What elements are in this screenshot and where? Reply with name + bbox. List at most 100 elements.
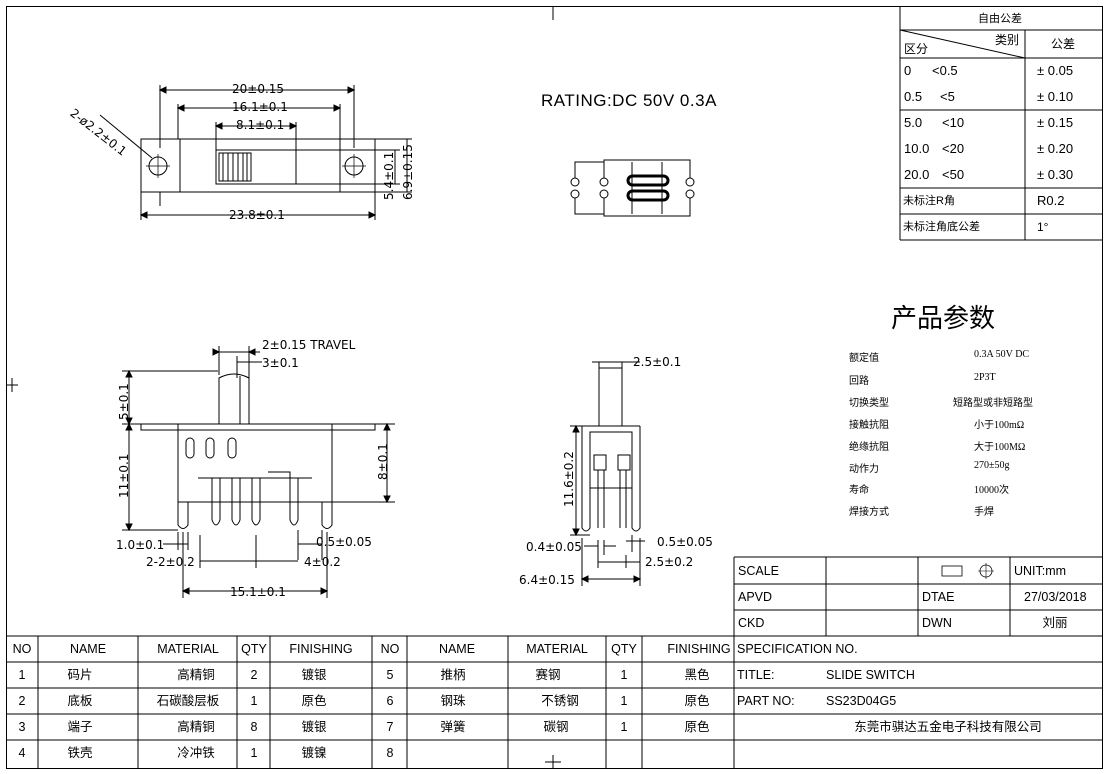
param-value: 手焊 [974,507,994,518]
bom-cell: 1 [620,694,628,708]
dim-h-8: 8±0.1 [376,443,390,480]
bom-cell: 1 [620,720,628,734]
param-value: 10000次 [974,485,1009,496]
bom-cell: 8 [386,746,394,760]
param-label: 动作力 [849,464,879,475]
bom-cell: 3 [18,720,26,734]
tol-row-value: ± 0.20 [1037,141,1074,156]
param-label: 额定值 [849,353,879,364]
dim-side-25: 2.5±0.1 [633,355,682,369]
bom-header: MATERIAL [157,642,219,656]
param-label: 接触抗阻 [849,420,889,431]
params-title: 产品参数 [891,304,996,333]
circuit-schematic [570,159,695,217]
tol-r-value: R0.2 [1037,193,1065,208]
tol-angle-value: 1° [1037,220,1049,234]
param-value: 大于100MΩ [974,442,1026,453]
scale-label: SCALE [738,564,779,578]
tol-row-to: <0.5 [932,63,958,78]
bom-cell: 弹簧 [440,720,466,734]
tol-row-to: <50 [942,167,965,182]
bom-cell: 冷冲铁 [177,746,215,760]
param-label: 寿命 [849,485,869,496]
bom-header: FINISHING [289,642,353,656]
date-label: DTAE [922,590,955,604]
unit-label: UNIT:mm [1014,564,1067,578]
dwn-label: DWN [922,616,952,630]
param-value: 270±50g [974,460,1010,471]
dim-pitch-2: 2-2±0.2 [146,555,195,569]
dim-knob-5: 5±0.1 [117,383,131,420]
bom-cell: 端子 [67,720,93,734]
param-label: 焊接方式 [849,507,889,518]
bom-cell: 不锈钢 [541,694,579,708]
front-view [122,346,395,598]
dim-side-05: 0.5±0.05 [657,535,713,549]
dim-side-25b: 2.5±0.2 [645,555,694,569]
tolerance-title: 自由公差 [978,13,1022,25]
bom-cell: 推柄 [440,668,466,682]
dim-side-04: 0.4±0.05 [526,540,582,554]
bom-cell: 1 [250,746,258,760]
param-value: 2P3T [974,372,996,383]
bom-cell: 镀镍 [301,746,327,760]
tol-row-value: ± 0.05 [1037,63,1074,78]
bom-cell: 铁壳 [67,746,93,760]
tolerance-header-tol: 公差 [1050,37,1076,51]
tol-row-value: ± 0.15 [1037,115,1074,130]
bom-header: NAME [438,642,476,656]
bom-header: QTY [611,642,637,656]
dim-width-15: 15.1±0.1 [230,585,286,599]
title-label: TITLE: [737,668,775,682]
bom-cell: 高精铜 [177,668,215,682]
param-label: 回路 [849,376,869,387]
dim-side-64: 6.4±0.15 [519,573,575,587]
dim-top-16: 16.1±0.1 [232,100,288,114]
bom-cell: 2 [18,694,26,708]
title-value: SLIDE SWITCH [826,668,915,682]
dim-pin-10: 1.0±0.1 [116,538,165,552]
dim-travel: 2±0.15 TRAVEL [262,338,356,352]
dim-top-20: 20±0.15 [232,82,285,96]
bom-cell: 5 [386,668,394,682]
rating-label: RATING:DC 50V 0.3A [541,91,717,110]
bom-cell: 石碳酸层板 [156,694,220,708]
param-label: 绝缘抗阻 [849,442,889,453]
tol-row-value: ± 0.10 [1037,89,1074,104]
bom-cell: 1 [250,694,258,708]
bom-header: QTY [241,642,267,656]
param-value: 0.3A 50V DC [974,349,1030,360]
bom-cell: 黑色 [684,668,710,682]
param-value: 小于100mΩ [974,420,1025,431]
side-view [570,361,645,586]
bom-cell: 钢珠 [440,694,466,708]
tol-row-value: ± 0.30 [1037,167,1074,182]
bom-header: NO [12,642,32,656]
bom-cell: 1 [18,668,26,682]
bom-header: FINISHING [667,642,731,656]
bom-cell: 底板 [67,694,93,708]
bom-cell: 原色 [301,694,327,708]
bom-header: NO [380,642,400,656]
param-label: 切换类型 [849,398,889,409]
tol-row-from: 20.0 [904,167,930,182]
part-label: PART NO: [737,694,795,708]
apvd-label: APVD [738,590,773,604]
dim-h-69: 6.9±0.15 [401,144,415,200]
bom-cell: 高精铜 [177,720,215,734]
tol-row-to: <20 [942,141,965,156]
dim-knob-3: 3±0.1 [262,356,299,370]
spec-label: SPECIFICATION NO. [737,642,858,656]
bom-cell: 原色 [684,694,710,708]
dim-width-23: 23.8±0.1 [229,208,285,222]
dim-pin-05: 0.5±0.05 [316,535,372,549]
tol-row-from: 10.0 [904,141,930,156]
tolerance-header-category: 类别 [995,33,1020,47]
bom-table-lines [6,635,1102,768]
tol-row-from: 5.0 [904,115,923,130]
ckd-label: CKD [738,616,765,630]
bom-cell: 赛钢 [535,668,561,682]
tol-row-to: <10 [942,115,965,130]
bom-cell: 原色 [684,720,710,734]
